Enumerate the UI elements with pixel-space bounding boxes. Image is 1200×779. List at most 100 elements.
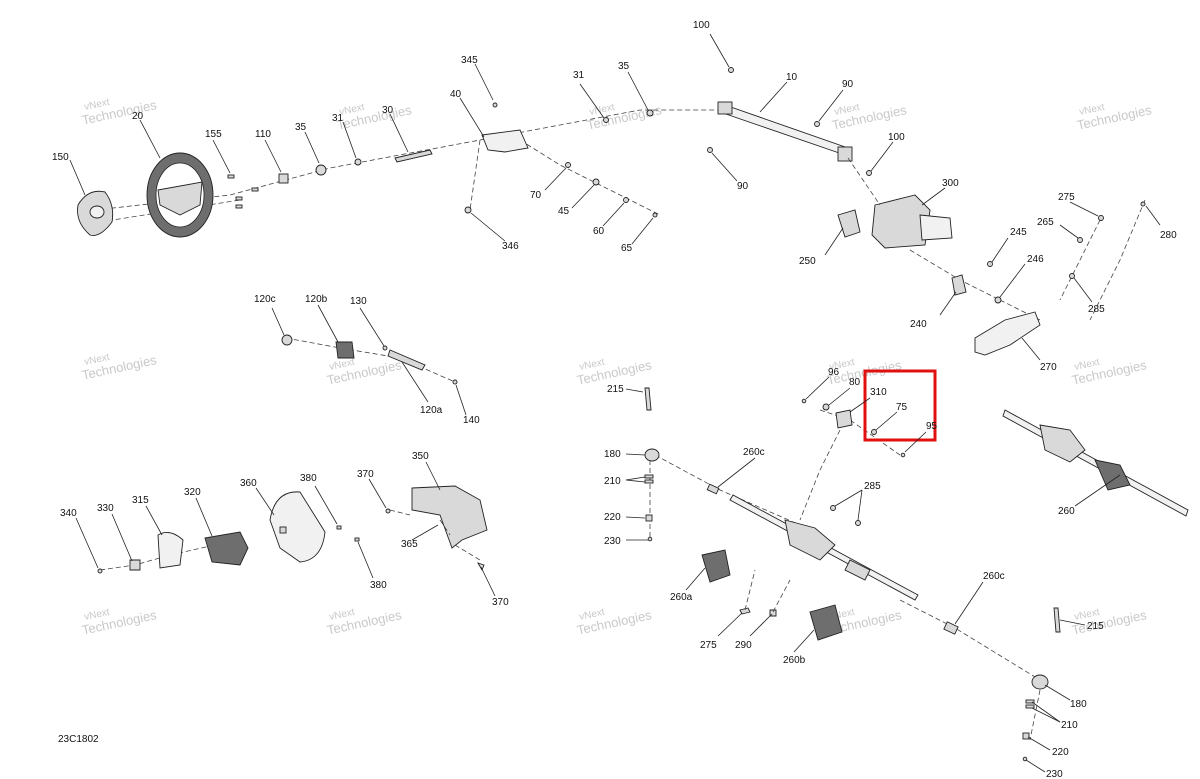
boot-clamp-part[interactable] bbox=[943, 621, 959, 635]
boot-clamp-part[interactable] bbox=[706, 483, 720, 495]
u-joint-part[interactable] bbox=[837, 146, 853, 162]
screw-part[interactable] bbox=[477, 562, 485, 572]
washer-part[interactable] bbox=[644, 479, 654, 484]
bolt-part[interactable] bbox=[1098, 215, 1104, 221]
clip-part[interactable] bbox=[354, 158, 362, 166]
callout-label: 210 bbox=[1061, 720, 1078, 731]
svg-text:vNext: vNext bbox=[1073, 607, 1101, 623]
highlight-box bbox=[863, 369, 937, 442]
assembly-axis bbox=[847, 157, 881, 206]
tie-rod-end-part[interactable] bbox=[644, 448, 660, 462]
callout-label: 290 bbox=[735, 640, 752, 651]
intermediate-shaft-part[interactable] bbox=[719, 104, 849, 156]
callout-label: 95 bbox=[926, 421, 938, 432]
callout-labels: 150 20 155 110 35 31 30 345 40 31 35 70 … bbox=[52, 20, 1177, 779]
bearing-part[interactable] bbox=[335, 341, 355, 359]
bolt-part[interactable] bbox=[1053, 607, 1061, 633]
column-shroud-part[interactable] bbox=[411, 485, 488, 549]
rack-boot-part[interactable] bbox=[809, 604, 843, 641]
bolt-part[interactable] bbox=[227, 174, 235, 179]
assembly-axis bbox=[1089, 199, 1146, 321]
column-bracket-part[interactable] bbox=[481, 129, 529, 153]
clip-part[interactable] bbox=[452, 379, 458, 385]
washer-part[interactable] bbox=[822, 403, 830, 411]
svg-text:vNext: vNext bbox=[828, 357, 856, 373]
callout-label: 275 bbox=[1058, 192, 1075, 203]
o-ring-part[interactable] bbox=[281, 334, 293, 346]
nut-part[interactable] bbox=[623, 197, 629, 203]
bolt-part[interactable] bbox=[565, 162, 571, 168]
nut-part[interactable] bbox=[855, 520, 861, 526]
bolt-part[interactable] bbox=[866, 170, 872, 176]
callout-label: 100 bbox=[693, 20, 710, 31]
bolt-part[interactable] bbox=[707, 147, 713, 153]
screw-part[interactable] bbox=[492, 102, 498, 108]
seal-part[interactable] bbox=[871, 429, 877, 435]
nut-part[interactable] bbox=[830, 505, 836, 511]
u-joint-part[interactable] bbox=[717, 101, 733, 115]
washer-part[interactable] bbox=[1025, 704, 1035, 709]
screw-part[interactable] bbox=[97, 568, 103, 574]
clip-part[interactable] bbox=[336, 525, 342, 530]
bezel-part[interactable] bbox=[157, 531, 184, 569]
bolt-part[interactable] bbox=[235, 196, 243, 201]
callout-label: 80 bbox=[849, 377, 861, 388]
bolt-part[interactable] bbox=[251, 187, 259, 192]
bracket-part[interactable] bbox=[951, 274, 967, 296]
nut-part[interactable] bbox=[994, 296, 1002, 304]
clip-part[interactable] bbox=[129, 559, 141, 571]
tie-rod-end-part[interactable] bbox=[1031, 674, 1049, 690]
cotter-pin-part[interactable] bbox=[1022, 756, 1028, 762]
diagram-code: 23C1802 bbox=[58, 734, 99, 745]
nut-part[interactable] bbox=[1077, 237, 1083, 243]
screw-part[interactable] bbox=[385, 508, 391, 514]
washer-part[interactable] bbox=[1069, 273, 1075, 279]
pin-part[interactable] bbox=[382, 345, 388, 351]
svg-text:vNext: vNext bbox=[833, 102, 861, 118]
callout-label: 320 bbox=[184, 487, 201, 498]
bolt-part[interactable] bbox=[235, 204, 243, 209]
callout-label: 45 bbox=[558, 206, 570, 217]
watermark: vNext Technologies bbox=[1071, 357, 1149, 388]
nut-part[interactable] bbox=[644, 474, 654, 479]
steering-rack-assembly-part[interactable] bbox=[1002, 409, 1189, 517]
callout-label: 230 bbox=[1046, 769, 1063, 779]
screw-part[interactable] bbox=[652, 212, 658, 218]
rack-boot-part[interactable] bbox=[701, 549, 731, 583]
nut-part[interactable] bbox=[645, 514, 653, 522]
screw-part[interactable] bbox=[900, 452, 906, 458]
callout-label: 31 bbox=[332, 113, 344, 124]
cotter-pin-part[interactable] bbox=[647, 536, 653, 542]
nut-part[interactable] bbox=[1025, 699, 1035, 704]
bolt-part[interactable] bbox=[1140, 201, 1146, 207]
power-steering-unit-part[interactable] bbox=[871, 194, 931, 249]
nut-part[interactable] bbox=[1022, 732, 1030, 740]
callout-label: 90 bbox=[842, 79, 854, 90]
cover-part[interactable] bbox=[269, 491, 326, 563]
nut-part[interactable] bbox=[278, 173, 289, 184]
washer-part[interactable] bbox=[315, 164, 327, 176]
assembly-axis bbox=[469, 139, 481, 211]
watermark: vNext Technologies bbox=[831, 102, 909, 133]
clip-part[interactable] bbox=[603, 117, 609, 123]
shaft-part[interactable] bbox=[387, 349, 426, 371]
nut-part[interactable] bbox=[464, 206, 472, 214]
clip-part[interactable] bbox=[279, 526, 287, 534]
svg-text:vNext: vNext bbox=[83, 97, 111, 113]
assembly-axis bbox=[285, 337, 456, 383]
bolt-part[interactable] bbox=[728, 67, 734, 73]
mounting-bracket-part[interactable] bbox=[837, 209, 861, 238]
washer-part[interactable] bbox=[646, 109, 654, 117]
switch-housing-part[interactable] bbox=[204, 531, 249, 566]
pinion-bracket-part[interactable] bbox=[835, 409, 853, 429]
bolt-part[interactable] bbox=[801, 398, 807, 404]
bolt-part[interactable] bbox=[814, 121, 820, 127]
clip-part[interactable] bbox=[354, 537, 360, 542]
callout-label: 275 bbox=[700, 640, 717, 651]
bolt-part[interactable] bbox=[987, 261, 993, 267]
washer-part[interactable] bbox=[592, 178, 600, 186]
support-plate-part[interactable] bbox=[974, 311, 1041, 356]
callout-label: 285 bbox=[1088, 304, 1105, 315]
bolt-part[interactable] bbox=[644, 387, 652, 411]
shaft-part[interactable] bbox=[394, 149, 433, 163]
